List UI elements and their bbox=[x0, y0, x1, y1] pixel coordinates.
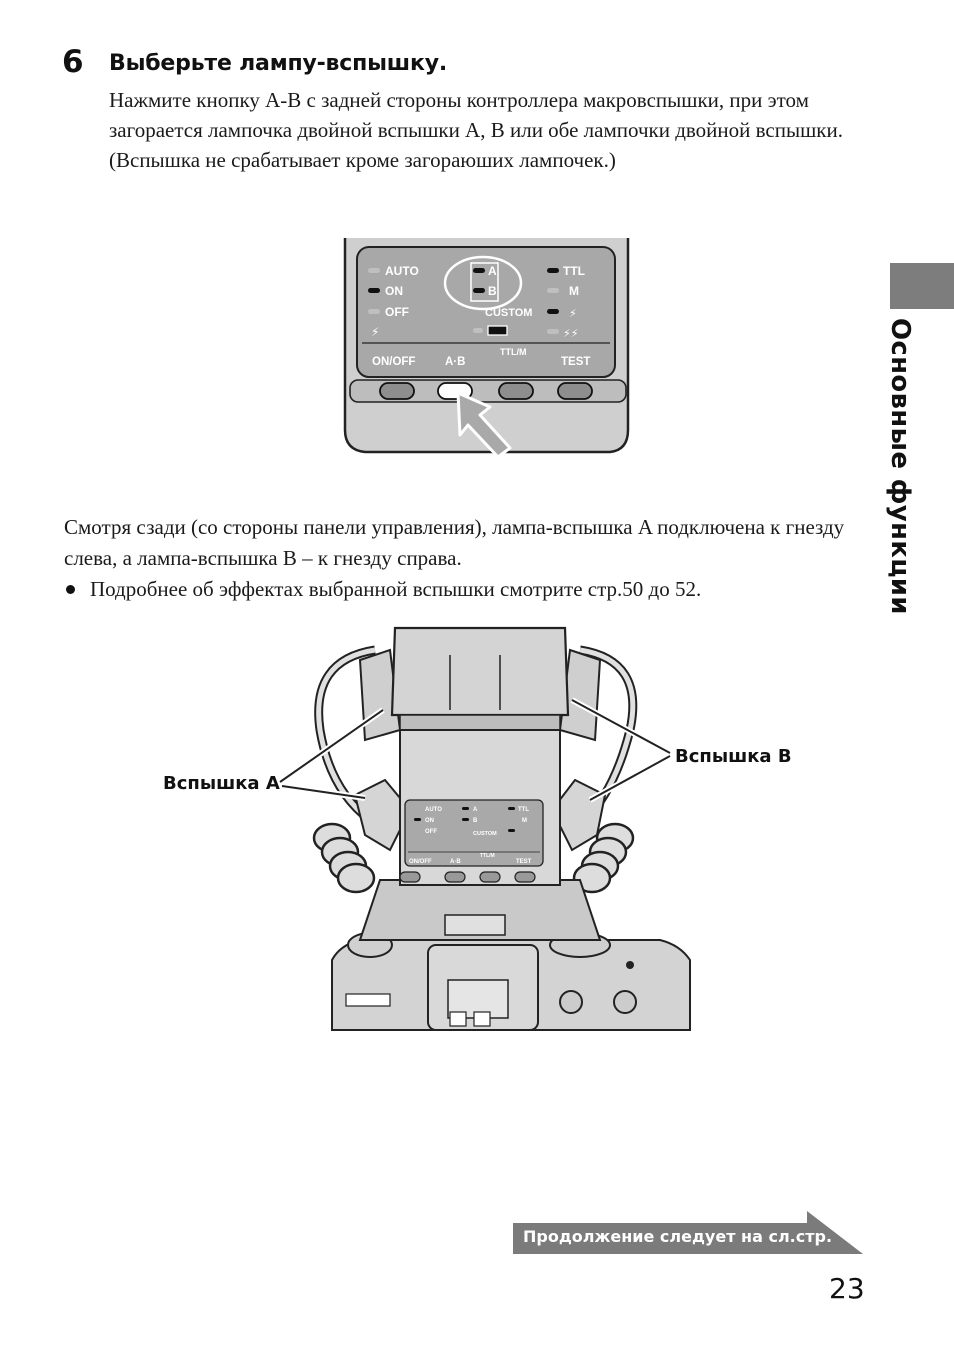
panel-label-off: OFF bbox=[385, 305, 409, 319]
mini-label-off: OFF bbox=[425, 829, 437, 835]
test-button[interactable] bbox=[557, 382, 593, 400]
flash-symbol-icon: ⚡ bbox=[569, 307, 577, 320]
panel-label-auto: AUTO bbox=[385, 264, 419, 278]
bullet-dot bbox=[66, 585, 75, 595]
panel-label-a: A bbox=[488, 264, 497, 278]
mini-label-m: M bbox=[522, 818, 527, 824]
step-title: Выберьте лампу-вспышку. bbox=[109, 51, 448, 76]
led-off bbox=[368, 309, 380, 314]
button-label-ttlm: TTL/M bbox=[500, 347, 527, 357]
ttlm-button[interactable] bbox=[498, 382, 534, 400]
button-label-onoff: ON/OFF bbox=[372, 356, 415, 368]
controller-panel-illustration: AUTO ON OFF ⚡ A B CUSTOM TTL M ⚡ ⚡⚡ ON/O… bbox=[343, 238, 630, 459]
mini-label-a: A bbox=[473, 807, 478, 813]
camera-flash-illustration: AUTO ON OFF A B CUSTOM TTL M ON/OFF A·B … bbox=[163, 626, 792, 1031]
panel-label-m: M bbox=[569, 284, 579, 298]
bullet-note: Подробнее об эффектах выбранной вспышки … bbox=[64, 574, 864, 605]
continued-banner bbox=[513, 1211, 863, 1254]
continued-text: Продолжение следует на сл.стр. bbox=[523, 1227, 833, 1246]
panel-label-custom: CUSTOM bbox=[485, 307, 532, 319]
led-on bbox=[368, 288, 380, 293]
battery-icon bbox=[487, 325, 508, 336]
panel-label-on: ON bbox=[385, 284, 403, 298]
section-title-vertical: Основные функции bbox=[885, 318, 915, 615]
flash-symbol-icon: ⚡ bbox=[371, 325, 379, 339]
mini-label-on: ON bbox=[425, 818, 434, 824]
section-tab bbox=[890, 263, 954, 309]
button-label-test: TEST bbox=[561, 356, 590, 368]
flash-b-label: Вспышка B bbox=[675, 746, 792, 767]
led-auto bbox=[368, 268, 380, 273]
panel-label-ttl: TTL bbox=[563, 264, 585, 278]
page-number: 23 bbox=[829, 1272, 865, 1305]
step-number: 6 bbox=[62, 44, 84, 80]
panel-label-b: B bbox=[488, 284, 497, 298]
bullet-text: Подробнее об эффектах выбранной вспышки … bbox=[90, 577, 702, 601]
pointer-arrow-icon bbox=[456, 391, 512, 459]
connection-paragraph: Смотря сзади (со стороны панели управлен… bbox=[64, 515, 845, 570]
mini-button-test: TEST bbox=[516, 859, 532, 865]
mini-label-b: B bbox=[473, 818, 478, 824]
flash-a-label: Вспышка A bbox=[163, 773, 280, 794]
button-label-ab: A·B bbox=[445, 356, 465, 368]
mini-button-ttlm: TTL/M bbox=[480, 853, 495, 859]
mini-button-ab: A·B bbox=[450, 859, 461, 865]
step-description: Нажмите кнопку A-B с задней стороны конт… bbox=[109, 88, 843, 172]
mini-label-ttl: TTL bbox=[518, 807, 529, 813]
onoff-button[interactable] bbox=[379, 382, 415, 400]
mini-label-auto: AUTO bbox=[425, 807, 442, 813]
mini-button-onoff: ON/OFF bbox=[409, 859, 432, 865]
mini-label-custom: CUSTOM bbox=[473, 831, 497, 837]
multi-flash-icon: ⚡⚡ bbox=[563, 327, 578, 340]
